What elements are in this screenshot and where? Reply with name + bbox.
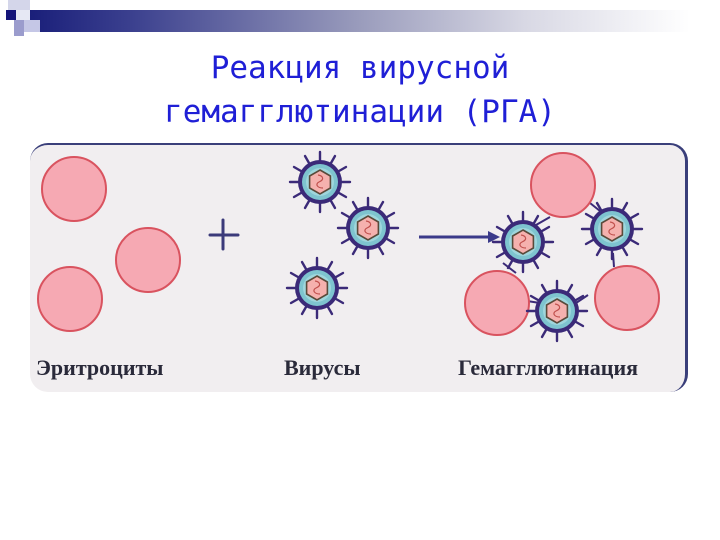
- decor-square: [6, 10, 16, 20]
- virus-group: [285, 150, 400, 320]
- decor-square: [16, 10, 30, 20]
- arrow-right-icon: [419, 231, 500, 243]
- diagram-canvas: [37, 150, 660, 343]
- title-line-1: Реакция вирусной: [210, 50, 510, 86]
- header-gradient-bar: [30, 10, 690, 32]
- label-erythrocytes: Эритроциты: [36, 355, 164, 380]
- slide-title: Реакция вирусной гемагглютинации (РГА): [0, 46, 720, 134]
- label-hemagglutination: Гемагглютинация: [458, 355, 639, 380]
- hemagglutination-complex: [464, 152, 660, 343]
- decor-square: [8, 0, 30, 10]
- title-line-2: гемагглютинации (РГА): [164, 94, 556, 130]
- hemagglutination-diagram: Эритроциты Вирусы Гемагглютинация: [30, 143, 688, 392]
- plus-icon: [208, 218, 240, 251]
- label-viruses: Вирусы: [284, 355, 361, 380]
- decor-square: [14, 20, 24, 36]
- decor-square: [24, 20, 40, 32]
- erythrocyte-group: [37, 156, 181, 332]
